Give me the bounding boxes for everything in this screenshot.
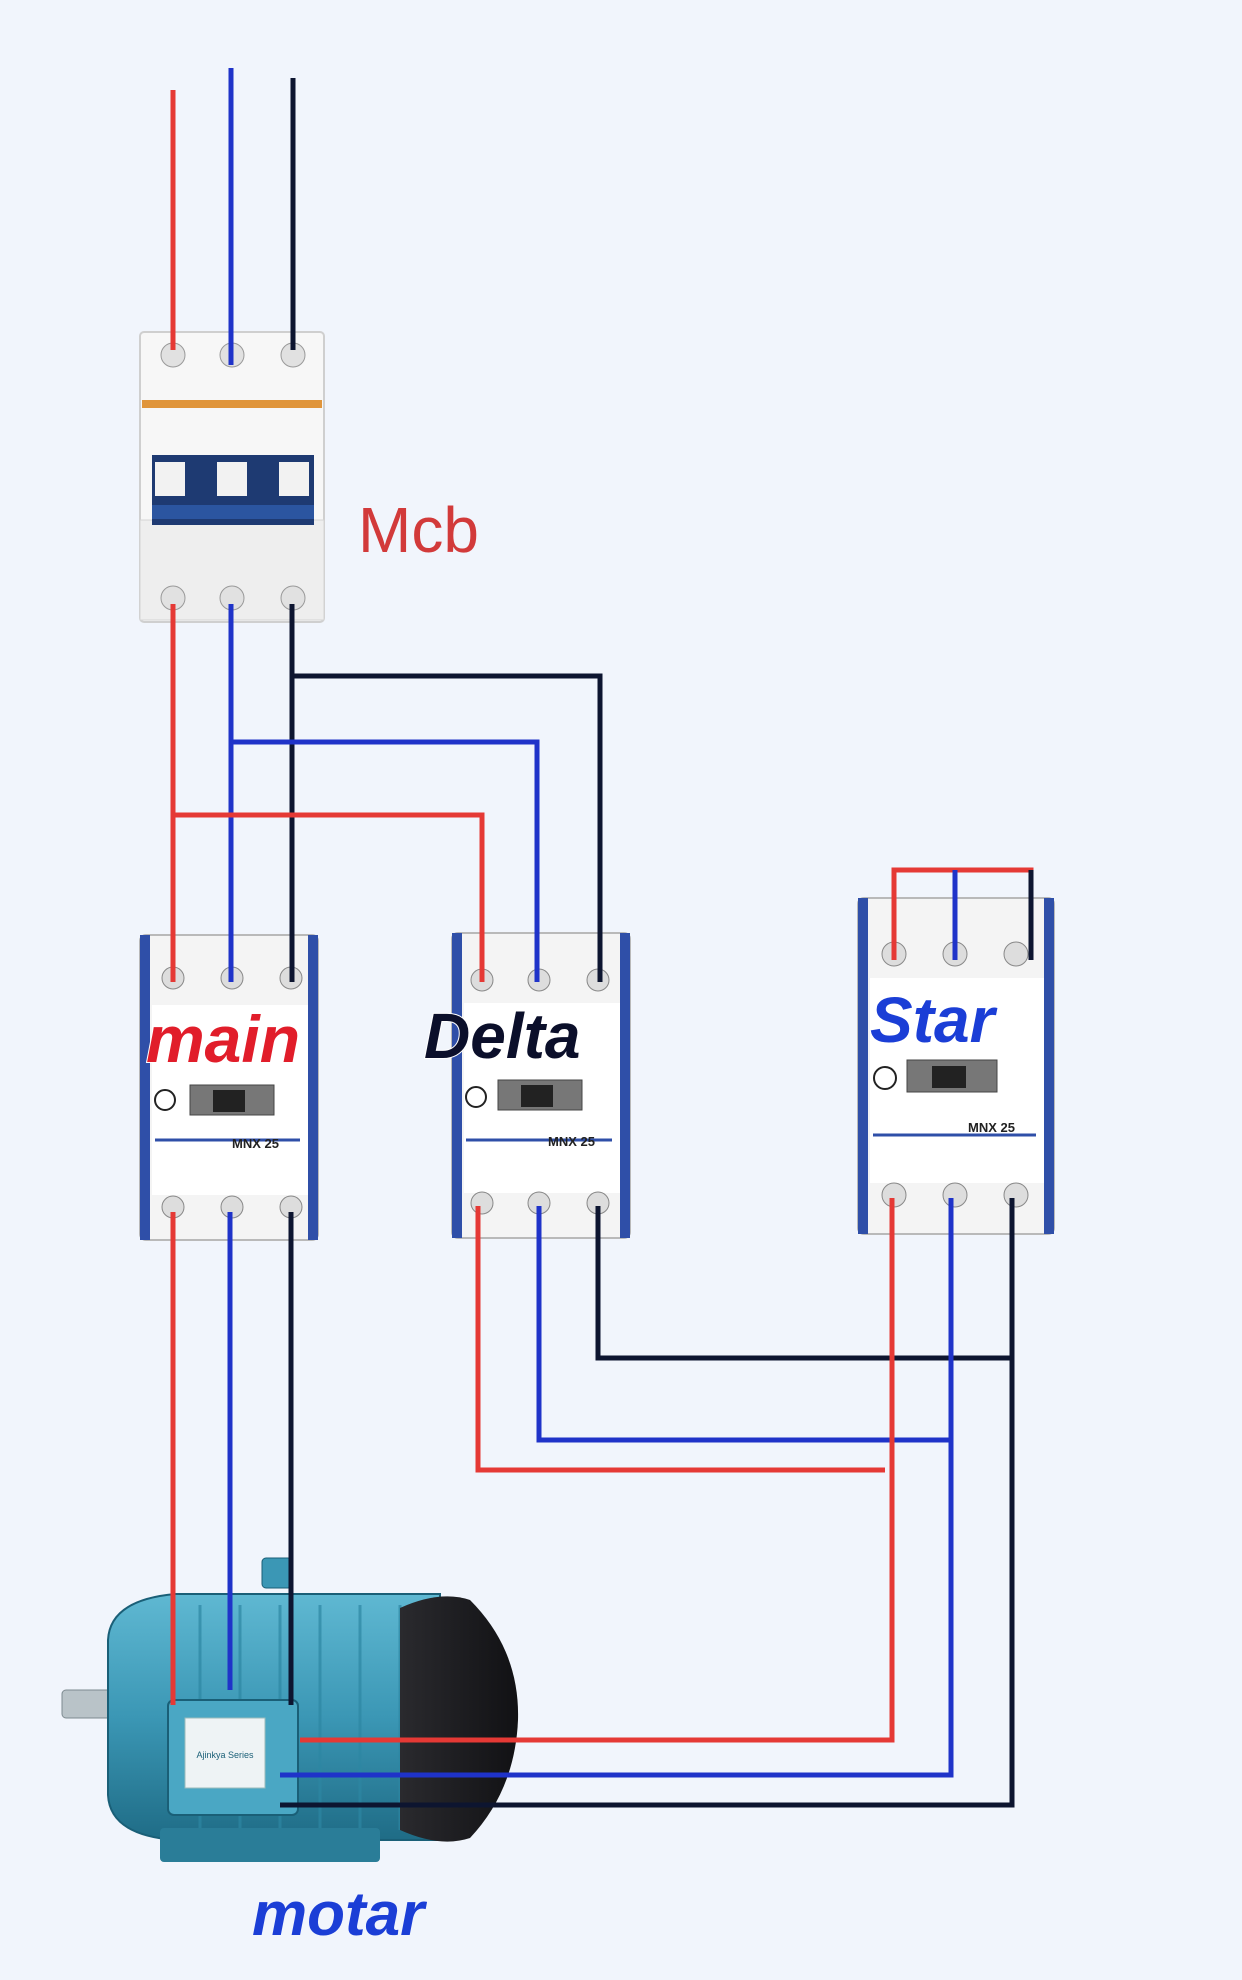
wire-delta-star-red — [475, 1206, 885, 1473]
delta-label: Delta — [424, 1000, 581, 1072]
contactor-main — [139, 934, 319, 1241]
star-model-text: MNX 25 — [968, 1120, 1015, 1135]
main-label: main — [146, 1002, 300, 1076]
wire-mcb-delta-black — [292, 673, 603, 982]
wire-delta-star-blue — [536, 1206, 950, 1443]
motor-shaft — [61, 1689, 113, 1719]
motor: Ajinkya Series — [61, 1557, 519, 1862]
lt-logo-icon — [154, 1089, 176, 1111]
wire-mcb-delta-red — [173, 812, 485, 982]
wire-mcb-delta-blue — [231, 739, 540, 982]
motor-label: motar — [252, 1880, 427, 1949]
wire-delta-star-black — [595, 1206, 1012, 1361]
mcb-toggle-handles — [152, 455, 314, 525]
main-model-text: MNX 25 — [232, 1136, 279, 1151]
motor-badge-plate — [184, 1717, 266, 1789]
star-label: Star — [870, 984, 998, 1056]
contactor-star — [857, 897, 1055, 1235]
delta-model-text: MNX 25 — [548, 1134, 595, 1149]
mcb-breaker — [139, 331, 325, 623]
wire-star-motor-black — [280, 1198, 1015, 1808]
wire-star-motor-red — [300, 1198, 895, 1743]
wire-star-motor-blue — [280, 1198, 954, 1778]
lt-logo-icon — [465, 1086, 487, 1108]
motor-badge-text: Ajinkya Series — [196, 1750, 254, 1760]
contactor-delta — [451, 932, 631, 1239]
mcb-label: Mcb — [358, 494, 479, 566]
lt-logo-icon — [873, 1066, 897, 1090]
lifting-eye — [261, 1557, 293, 1589]
wires — [170, 68, 1034, 1808]
